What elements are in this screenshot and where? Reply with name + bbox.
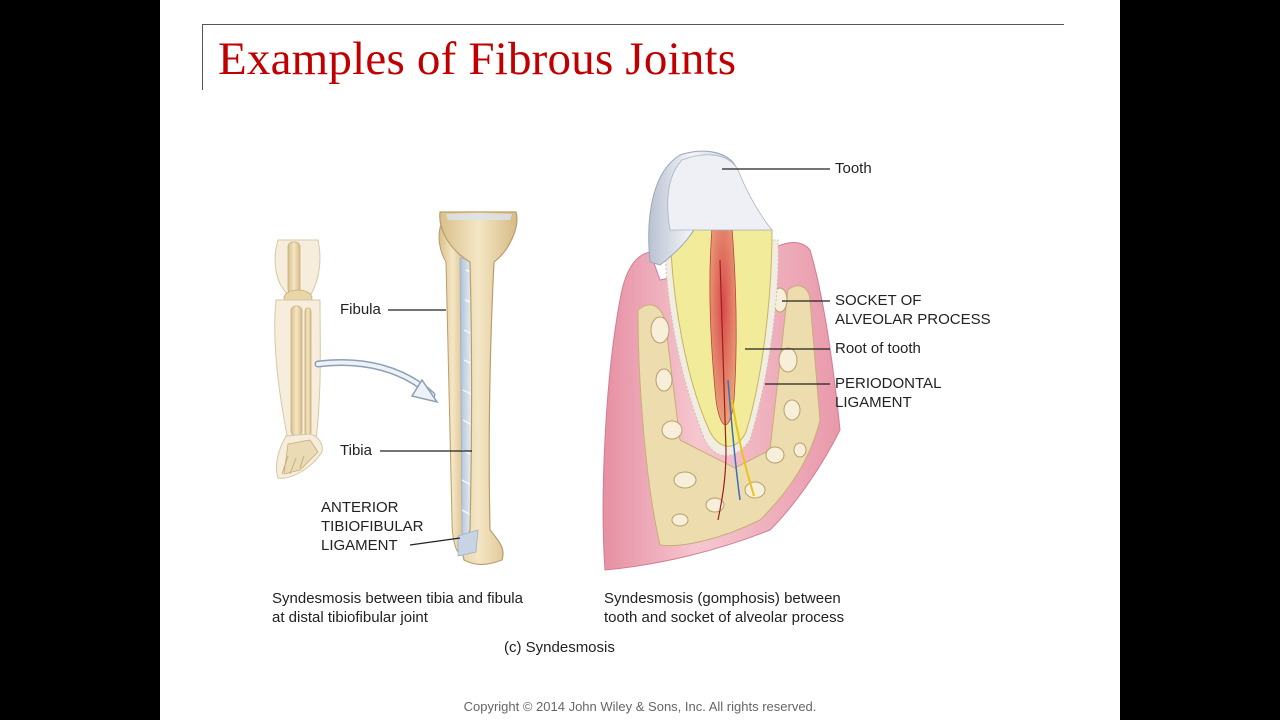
label-fibula: Fibula: [340, 301, 381, 318]
caption-panel: (c) Syndesmosis: [504, 639, 615, 656]
label-tooth: Tooth: [835, 160, 872, 177]
ligament-leader-line: [409, 537, 461, 546]
title-rule-top: [202, 24, 1064, 25]
zoom-arrow: [314, 358, 439, 404]
label-tibia: Tibia: [340, 442, 372, 459]
label-root: Root of tooth: [835, 340, 921, 357]
caption-right-line2: tooth and socket of alveolar process: [604, 609, 845, 626]
tibia-fibula-illustration: [438, 211, 518, 566]
caption-right-line1: Syndesmosis (gomphosis) between: [604, 590, 841, 607]
tooth-socket-illustration: [602, 150, 841, 571]
label-socket-line2: ALVEOLAR PROCESS: [835, 311, 991, 328]
caption-right: Syndesmosis (gomphosis) between tooth an…: [604, 589, 844, 627]
title-rule-left: [202, 24, 203, 90]
label-ligament: ANTERIOR TIBIOFIBULAR LIGAMENT: [321, 498, 424, 555]
slide: Examples of Fibrous Joints: [160, 0, 1120, 720]
leg-skeleton-figure: [274, 239, 323, 479]
label-periodontal: PERIODONTAL LIGAMENT: [835, 374, 941, 412]
caption-left: Syndesmosis between tibia and fibula at …: [272, 589, 523, 627]
slide-title: Examples of Fibrous Joints: [218, 33, 737, 85]
caption-left-line2: at distal tibiofibular joint: [272, 609, 428, 626]
label-ligament-line3: LIGAMENT: [321, 537, 398, 554]
label-socket-line1: SOCKET OF: [835, 292, 922, 309]
label-periodontal-line1: PERIODONTAL: [835, 375, 942, 392]
diagram-art: [274, 150, 841, 571]
copyright-notice: Copyright © 2014 John Wiley & Sons, Inc.…: [463, 699, 817, 714]
label-ligament-line1: ANTERIOR: [321, 499, 399, 516]
caption-left-line1: Syndesmosis between tibia and fibula: [272, 590, 523, 607]
label-ligament-line2: TIBIOFIBULAR: [321, 518, 424, 535]
label-socket: SOCKET OF ALVEOLAR PROCESS: [835, 291, 991, 329]
label-periodontal-line2: LIGAMENT: [835, 394, 912, 411]
